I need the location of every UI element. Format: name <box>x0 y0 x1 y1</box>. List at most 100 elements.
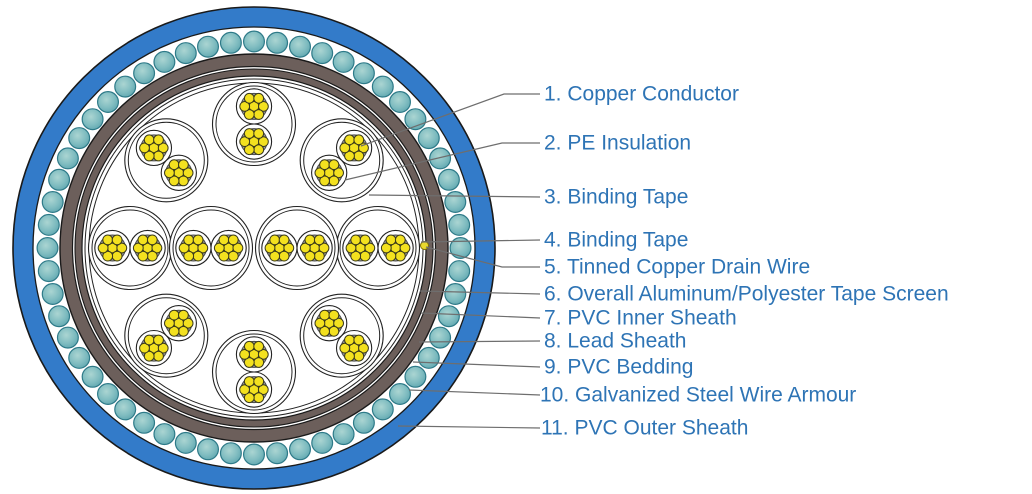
armour-wire <box>133 411 156 434</box>
armour-wire <box>114 398 137 421</box>
armour-wire <box>174 431 197 454</box>
armour-wire <box>197 438 220 461</box>
armour-wire <box>68 346 91 369</box>
tinned-copper-drain-wire <box>420 241 429 250</box>
copper-strand <box>345 242 357 254</box>
copper-strand <box>353 334 365 346</box>
copper-strand <box>328 159 340 171</box>
armour-wire <box>429 147 452 170</box>
copper-strand <box>253 109 265 120</box>
conductor-pairs <box>87 81 421 415</box>
copper-strand <box>319 175 331 187</box>
layer-label-5: 5. Tinned Copper Drain Wire <box>544 256 810 279</box>
copper-strand <box>183 250 195 262</box>
armour-wire <box>37 213 60 236</box>
copper-strand <box>253 392 265 404</box>
armour-wire <box>352 62 375 85</box>
pair-binding-tape-inner <box>303 121 381 199</box>
copper-strand <box>344 150 355 162</box>
copper-strand <box>359 234 371 246</box>
leader-line-7 <box>420 312 541 319</box>
copper-strand <box>258 136 269 148</box>
copper-strand <box>192 250 204 262</box>
conductor-pair <box>254 205 340 291</box>
leader-line-9 <box>412 361 541 368</box>
layer-label-10: 10. Galvanized Steel Wire Armour <box>540 384 856 407</box>
copper-strand <box>353 134 365 146</box>
copper-strand <box>253 144 265 156</box>
armour-wire <box>243 30 266 53</box>
leader-line-6 <box>419 290 541 295</box>
copper-strand <box>350 234 362 246</box>
copper-strand <box>218 250 230 262</box>
copper-strand <box>344 334 355 346</box>
armour-wire <box>289 438 312 461</box>
armour-wire <box>448 260 471 283</box>
armour-wire <box>371 398 394 421</box>
copper-strand <box>102 250 114 262</box>
copper-strand <box>178 159 189 171</box>
armour-wire <box>41 283 64 306</box>
copper-strand <box>143 334 155 346</box>
pair-binding-tape-inner <box>127 297 205 375</box>
copper-strand <box>132 242 144 254</box>
layer-label-4: 4. Binding Tape <box>544 229 688 252</box>
conductor-pair <box>211 329 297 415</box>
copper-strand <box>151 242 163 254</box>
conductor-pair <box>299 118 384 203</box>
layer-label-3: 3. Binding Tape <box>544 186 688 209</box>
armour-wire <box>311 42 334 65</box>
armour-wire <box>153 50 176 73</box>
armour-wire <box>96 383 119 406</box>
copper-strand <box>328 309 340 321</box>
copper-strand <box>243 376 255 387</box>
layer-label-6: 6. Overall Aluminum/Polyester Tape Scree… <box>544 283 949 306</box>
copper-strand <box>278 250 290 262</box>
armour-wire <box>332 50 355 73</box>
pair-binding-tape-inner <box>91 209 169 287</box>
armour-wire <box>311 431 334 454</box>
copper-strand <box>168 159 180 171</box>
armour-wire <box>197 35 220 58</box>
armour-wire <box>219 442 242 465</box>
copper-strand <box>153 334 164 346</box>
leader-line-1 <box>360 93 540 147</box>
copper-strand <box>139 142 150 154</box>
copper-strand <box>399 242 411 254</box>
armour-wire <box>96 90 119 113</box>
armour-wire <box>81 108 104 131</box>
copper-strand <box>258 101 269 112</box>
copper-strand <box>137 250 149 262</box>
conductor-pair <box>211 81 297 167</box>
copper-strand <box>243 392 255 404</box>
copper-strand <box>358 342 369 354</box>
armour-wire <box>289 35 312 58</box>
copper-strand <box>243 340 255 352</box>
layer-label-9: 9. PVC Bedding <box>544 356 693 379</box>
drain-wire <box>420 241 429 250</box>
copper-strand <box>143 134 155 146</box>
pair-binding-tape-inner <box>127 121 205 199</box>
armour-wire <box>437 168 460 191</box>
armour-wire <box>417 127 440 150</box>
copper-strand <box>164 167 175 179</box>
copper-strand <box>333 167 345 179</box>
armour-wire <box>56 147 79 170</box>
conductor-pair <box>124 293 209 378</box>
copper-strand <box>319 325 331 337</box>
armour-wire <box>389 383 412 406</box>
copper-strand <box>269 234 281 246</box>
conductor-pair <box>87 205 173 291</box>
copper-strand <box>243 128 255 139</box>
copper-strand <box>243 92 255 104</box>
pair-binding-tape-inner <box>215 85 293 163</box>
copper-strand <box>304 234 316 246</box>
copper-strand <box>339 342 351 354</box>
copper-strand <box>253 376 265 387</box>
copper-strand <box>168 325 180 337</box>
conductor-pair <box>335 205 421 291</box>
copper-strand <box>243 357 255 368</box>
armour-wire <box>174 42 197 65</box>
copper-strand <box>192 234 204 246</box>
